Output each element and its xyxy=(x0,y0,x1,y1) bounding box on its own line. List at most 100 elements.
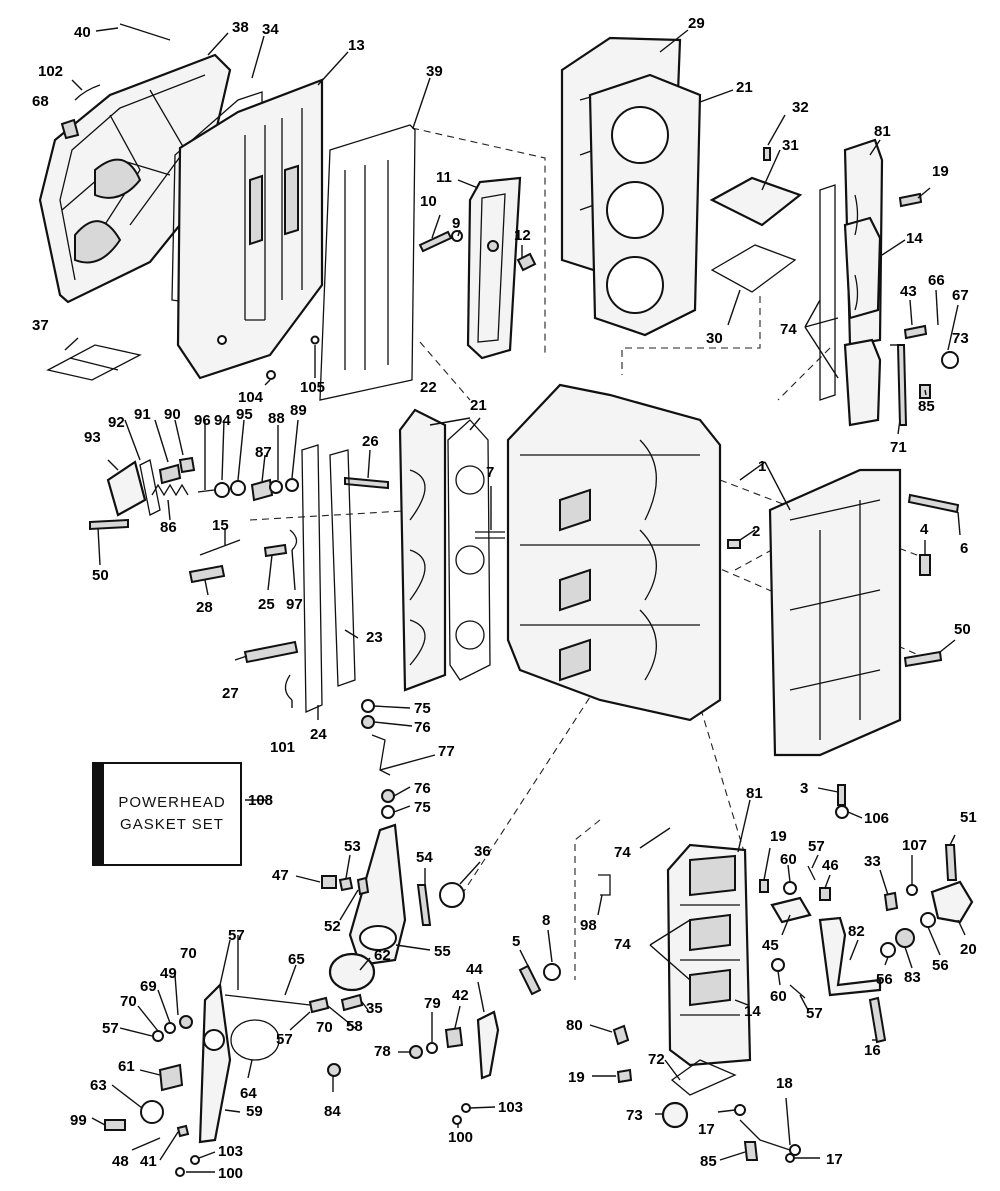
callout-33: 33 xyxy=(864,853,881,870)
screw-33 xyxy=(883,891,899,912)
seal-95 xyxy=(230,480,246,496)
callout-64: 64 xyxy=(240,1085,257,1102)
callout-22: 22 xyxy=(420,379,437,396)
screw-32 xyxy=(763,147,771,161)
callout-61: 61 xyxy=(118,1058,135,1075)
cover-31 xyxy=(709,176,803,227)
callout-29: 29 xyxy=(688,15,705,32)
callout-16: 16 xyxy=(864,1042,881,1059)
callout-102: 102 xyxy=(38,63,63,80)
pin-35 xyxy=(340,993,364,1012)
callout-15: 15 xyxy=(212,517,229,534)
reed-housing-lower xyxy=(666,843,752,1067)
nut-106 xyxy=(835,805,849,819)
washer-103-left xyxy=(190,1155,200,1165)
callout-72: 72 xyxy=(648,1051,665,1068)
callout-9: 9 xyxy=(452,215,460,232)
callout-54: 54 xyxy=(416,849,433,866)
callout-77: 77 xyxy=(438,743,455,760)
callout-82: 82 xyxy=(848,923,865,940)
stud-43 xyxy=(903,324,928,340)
callout-70-left: 70 xyxy=(120,993,137,1010)
callout-66: 66 xyxy=(928,272,945,289)
callout-99: 99 xyxy=(70,1112,87,1129)
nut-84 xyxy=(327,1063,341,1077)
clip-97 xyxy=(289,529,298,551)
callout-labels: 40 38 34 13 39 102 68 37 104 105 29 21 3… xyxy=(32,15,977,1182)
callout-74-top: 74 xyxy=(780,321,797,338)
nut-75-bottom xyxy=(381,805,395,819)
valve-91 xyxy=(158,463,182,485)
callout-75-bottom: 75 xyxy=(414,799,431,816)
callout-24: 24 xyxy=(310,726,327,743)
exhaust-gasket-39 xyxy=(319,124,416,401)
callout-5: 5 xyxy=(512,933,520,950)
callout-60-top: 60 xyxy=(780,851,797,868)
callout-56-right: 56 xyxy=(932,957,949,974)
exhaust-cover xyxy=(38,53,232,304)
bolt-54 xyxy=(416,884,432,926)
callout-45: 45 xyxy=(762,937,779,954)
o-ring-105 xyxy=(310,335,320,345)
head-gasket-21 xyxy=(588,73,702,337)
pin-57-bottom xyxy=(789,984,806,999)
bracket-72 xyxy=(670,1059,737,1096)
gasket-92 xyxy=(139,459,161,516)
callout-103-left: 103 xyxy=(218,1143,243,1160)
bolt-50-right xyxy=(903,650,943,668)
gasket-30 xyxy=(710,244,797,293)
callout-84: 84 xyxy=(324,1103,341,1120)
washer-36 xyxy=(439,882,465,908)
callout-96: 96 xyxy=(194,412,211,429)
callout-19-top: 19 xyxy=(932,163,949,180)
clamp-20 xyxy=(930,880,974,924)
callout-86: 86 xyxy=(160,519,177,536)
screw-25 xyxy=(263,543,288,558)
plug-73-bottom xyxy=(661,1101,689,1129)
callout-100-left: 100 xyxy=(218,1165,243,1182)
washer-56-left xyxy=(880,942,896,958)
callout-90: 90 xyxy=(164,406,181,423)
pin-57-top xyxy=(807,865,816,881)
hose-102 xyxy=(74,84,101,101)
callout-70-top: 70 xyxy=(180,945,197,962)
callout-23: 23 xyxy=(366,629,383,646)
thermostat-87 xyxy=(250,478,274,502)
arm-82 xyxy=(818,916,882,997)
callout-85-bottom: 85 xyxy=(700,1153,717,1170)
callout-94: 94 xyxy=(214,412,231,429)
fitting-80 xyxy=(612,1024,630,1046)
callout-76-top: 76 xyxy=(414,719,431,736)
terminal-18 xyxy=(789,1144,801,1156)
stud-3 xyxy=(837,784,846,806)
nut-100-left xyxy=(175,1167,185,1177)
gasket-set-label: POWERHEAD GASKET SET xyxy=(118,794,226,833)
screw-50-left xyxy=(89,518,129,531)
callout-67: 67 xyxy=(952,287,969,304)
callout-93: 93 xyxy=(84,429,101,446)
piston-ring-64 xyxy=(230,1019,280,1061)
nut-53 xyxy=(338,876,354,892)
head-gasket-21-left xyxy=(447,419,491,681)
nut-83 xyxy=(895,928,915,948)
callout-49: 49 xyxy=(160,965,177,982)
gasket-24 xyxy=(301,444,323,713)
crankcase-half xyxy=(768,468,902,757)
callout-80: 80 xyxy=(566,1017,583,1034)
o-ring-104 xyxy=(266,370,276,380)
callout-57-left2: 57 xyxy=(102,1020,119,1037)
callout-57-left: 57 xyxy=(228,927,245,944)
socket-76-top xyxy=(361,715,375,729)
rod-65 xyxy=(224,994,311,1006)
piston-62 xyxy=(328,952,376,992)
callout-25: 25 xyxy=(258,596,275,613)
callout-95: 95 xyxy=(236,406,253,423)
callout-81-top: 81 xyxy=(874,123,891,140)
callout-4: 4 xyxy=(920,521,929,538)
callout-79: 79 xyxy=(424,995,441,1012)
callout-35: 35 xyxy=(366,1000,383,1017)
callout-36: 36 xyxy=(474,843,491,860)
callout-83: 83 xyxy=(904,969,921,986)
gasket-23 xyxy=(329,449,356,687)
callout-30: 30 xyxy=(706,330,723,347)
